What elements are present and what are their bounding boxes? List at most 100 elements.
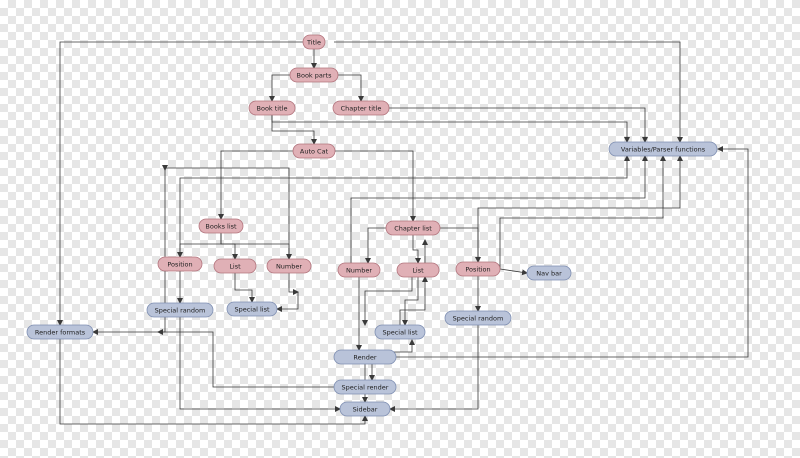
node-auto-cat: Auto Cat	[292, 143, 336, 159]
connector-arrow	[389, 325, 479, 412]
node-label: Nav bar	[536, 270, 562, 278]
node-label: List	[412, 267, 424, 275]
connector-arrow	[57, 41, 303, 326]
node-shape	[213, 258, 257, 274]
connector-arrow	[220, 233, 292, 260]
node-special-list-1: Special list	[226, 301, 278, 317]
node-shape	[444, 310, 512, 326]
connector-arrow	[177, 233, 222, 258]
node-special-render: Special render	[333, 379, 397, 395]
connector-arrow	[396, 146, 749, 358]
node-special-random-2: Special random	[444, 310, 512, 326]
connector-arrow	[179, 155, 630, 257]
node-label: Position	[167, 261, 192, 269]
node-label: Special random	[453, 315, 504, 323]
connector-arrow	[334, 41, 683, 143]
connector-arrow	[276, 292, 299, 312]
node-shape	[157, 256, 203, 272]
node-shape	[289, 67, 339, 83]
node-sidebar: Sidebar	[339, 401, 391, 417]
node-number-2: Number	[337, 262, 381, 278]
connector-arrow	[271, 115, 317, 145]
node-position-1: Position	[157, 256, 203, 272]
node-chapter-title: Chapter title	[332, 100, 390, 116]
node-label: Chapter title	[341, 105, 382, 113]
node-shape	[26, 324, 94, 340]
node-shape	[248, 100, 296, 116]
connector-arrow	[365, 227, 386, 264]
node-shape	[333, 349, 397, 365]
connector-arrow	[218, 150, 293, 220]
connector-arrow	[271, 115, 630, 143]
connector-arrow	[350, 155, 648, 270]
node-list-2: List	[396, 262, 440, 278]
node-position-2: Position	[455, 261, 501, 277]
node-shape	[226, 301, 278, 317]
node-shape	[455, 261, 501, 277]
node-shape	[266, 258, 312, 274]
node-shape	[608, 141, 718, 157]
connector-arrow	[389, 107, 648, 143]
node-render-formats: Render formats	[26, 324, 94, 340]
connector-arrow	[362, 277, 413, 326]
node-shape	[374, 324, 426, 340]
node-chapter-list: Chapter list	[385, 220, 441, 236]
node-label: Position	[465, 266, 490, 274]
node-variables: Variables/Parser functions	[608, 141, 718, 157]
node-label: Special list	[382, 329, 417, 337]
node-shape	[339, 401, 391, 417]
connector-arrow	[288, 273, 299, 295]
node-render: Render	[333, 349, 397, 365]
node-book-parts: Book parts	[289, 67, 339, 83]
node-label: Special random	[155, 307, 206, 315]
node-label: Book parts	[297, 72, 333, 80]
node-book-title: Book title	[248, 100, 296, 116]
edges	[57, 41, 749, 425]
node-special-list-2: Special list	[374, 324, 426, 340]
node-label: Sidebar	[353, 406, 378, 414]
node-shape	[198, 218, 244, 234]
node-label: Number	[276, 263, 302, 271]
node-shape	[333, 379, 397, 395]
node-list-1: List	[213, 258, 257, 274]
node-shape	[146, 302, 214, 318]
node-number-1: Number	[266, 258, 312, 274]
connector-arrow	[386, 339, 415, 353]
connector-arrow	[234, 273, 255, 303]
node-special-random-1: Special random	[146, 302, 214, 318]
connector-arrow	[335, 150, 416, 222]
connector-arrow	[477, 155, 683, 262]
node-label: Variables/Parser functions	[621, 146, 706, 154]
connector-arrow	[338, 74, 364, 102]
node-title: Title	[302, 34, 326, 50]
connector-arrow	[499, 155, 666, 269]
node-label: Number	[346, 267, 372, 275]
node-books-list: Books list	[198, 218, 244, 234]
connector-arrow	[92, 329, 334, 388]
node-shape	[292, 143, 336, 159]
node-label: List	[229, 263, 241, 271]
node-label: Chapter list	[394, 225, 432, 233]
node-nav-bar: Nav bar	[526, 265, 572, 281]
node-label: Render	[353, 354, 376, 362]
connector-arrow	[59, 339, 368, 425]
node-shape	[526, 265, 572, 281]
connector-arrow	[179, 317, 341, 412]
connector-arrow	[399, 276, 428, 325]
node-shape	[332, 100, 390, 116]
connector-arrow	[440, 227, 481, 263]
node-label: Book title	[257, 105, 288, 113]
node-label: Auto Cat	[300, 148, 329, 156]
node-label: Title	[306, 39, 321, 47]
node-label: Render formats	[35, 329, 86, 337]
node-shape	[385, 220, 441, 236]
node-shape	[302, 34, 326, 50]
node-label: Books list	[205, 223, 237, 231]
connector-arrow	[220, 233, 238, 260]
connector-arrow	[412, 235, 421, 264]
node-shape	[396, 262, 440, 278]
connector-arrow	[402, 277, 419, 326]
connector-arrow	[499, 268, 528, 276]
